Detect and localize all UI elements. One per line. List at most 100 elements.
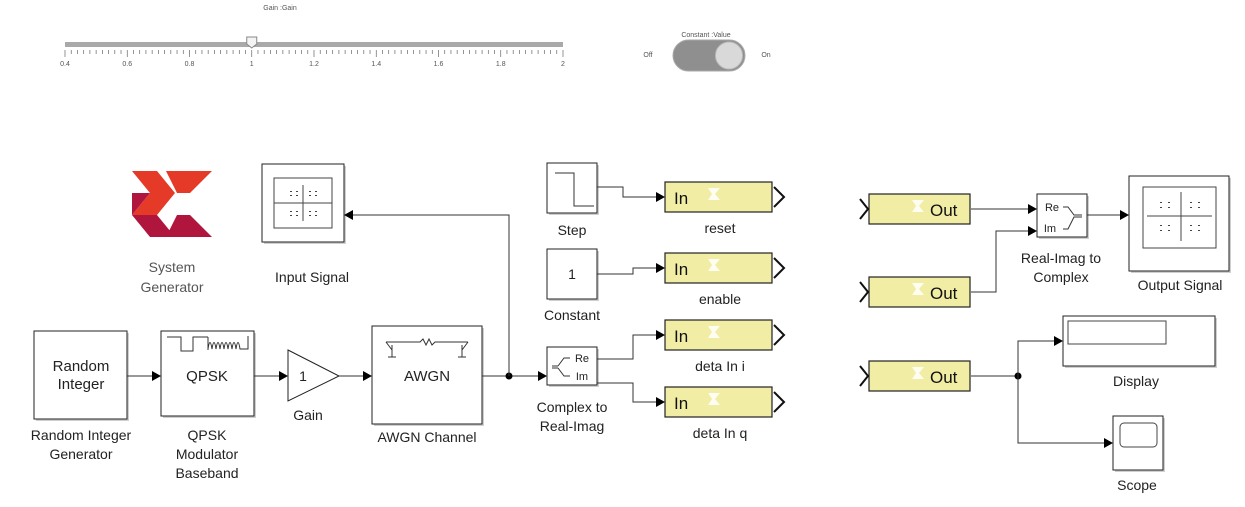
gateway-in-text: In [674, 327, 688, 346]
complex-to-real-imag-block[interactable]: Re Im Complex to Real-Imag [537, 346, 608, 434]
c2ri-label-1: Complex to [537, 399, 608, 415]
c2ri-label-2: Real-Imag [540, 418, 605, 434]
slider-tick-label: 1 [250, 61, 254, 68]
logo-label-line1: System [149, 259, 196, 275]
xilinx-sigma-icon [708, 393, 720, 405]
slider-tick-label: 0.4 [60, 61, 70, 68]
toggle-title: Constant :Value [681, 32, 730, 39]
output-port-icon [773, 186, 786, 208]
gateway-in-label: deta In q [693, 425, 748, 441]
gateway-in-text: In [674, 260, 688, 279]
gateway-in-label: deta In i [695, 358, 745, 374]
noise-resistor-icon [386, 337, 468, 347]
ri2c-label-2: Complex [1033, 269, 1088, 285]
merge-icon [1063, 206, 1082, 230]
scope-screen-icon [1119, 422, 1158, 448]
wire-out3-display[interactable] [1017, 340, 1054, 376]
xilinx-sigma-icon [708, 259, 720, 271]
slider-thumb[interactable] [246, 36, 258, 49]
gain-block[interactable]: 1 Gain [287, 349, 341, 423]
im-in-label: Im [1044, 223, 1056, 235]
gain-label: Gain [293, 407, 323, 423]
input-port-icon [859, 365, 870, 387]
output-port-icon [773, 257, 786, 279]
toggle-off-label: Off [643, 52, 652, 59]
output-signal-label: Output Signal [1138, 277, 1223, 293]
output-port-icon [773, 324, 786, 346]
gateway-in-label: reset [704, 220, 735, 236]
gateway-in-text: In [674, 189, 688, 208]
input-signal-label: Input Signal [275, 269, 349, 285]
wire-re-detai[interactable] [597, 334, 656, 360]
scope-block[interactable]: Scope [1112, 415, 1165, 493]
toggle-on-label: On [761, 52, 770, 59]
gateway-in-block[interactable]: In deta In i [664, 319, 786, 374]
qpsk-label-3: Baseband [175, 465, 238, 481]
gateway-out-text: Out [930, 368, 958, 387]
digital-wave-icon [167, 336, 208, 352]
qpsk-modulator-block[interactable]: QPSK QPSK Modulator Baseband [160, 330, 256, 481]
slider-tick-label: 1.8 [496, 61, 506, 68]
output-signal-block[interactable]: Output Signal [1128, 175, 1231, 293]
im-port-label: Im [576, 371, 588, 383]
slider-tick-label: 1.6 [434, 61, 444, 68]
step-block[interactable]: Step [546, 162, 599, 238]
awgn-label: AWGN Channel [377, 429, 476, 445]
xilinx-sigma-icon [708, 188, 720, 200]
xilinx-sigma-icon [912, 200, 924, 212]
gateway-out-text: Out [930, 201, 958, 220]
real-imag-to-complex-block[interactable]: Re Im Real-Imag to Complex [1021, 193, 1101, 285]
constant-block[interactable]: 1 Constant [544, 248, 600, 323]
wire-awgn-input-signal[interactable] [353, 214, 510, 376]
qpsk-label-2: Modulator [176, 446, 239, 462]
wire-out3-scope[interactable] [1017, 376, 1104, 444]
random-integer-label-2: Generator [49, 446, 112, 462]
awgn-channel-block[interactable]: AWGN AWGN Channel [371, 325, 484, 445]
slider-tick-label: 0.8 [185, 61, 195, 68]
display-label: Display [1113, 373, 1159, 389]
gateway-in-text: In [674, 394, 688, 413]
input-port-icon [859, 281, 870, 303]
wire-im-detaq[interactable] [597, 382, 656, 403]
constellation-points [290, 191, 317, 216]
gateway-out-block[interactable]: Out [859, 276, 971, 308]
wire-constant-enable[interactable] [597, 267, 656, 275]
gateway-out-block[interactable]: Out [859, 360, 971, 392]
system-generator-logo[interactable]: System Generator [132, 171, 212, 295]
display-readout [1067, 320, 1167, 345]
toggle-knob[interactable] [715, 41, 743, 70]
random-integer-block[interactable]: Random Integer Random Integer Generator [31, 330, 132, 462]
slider-tick-label: 2 [561, 61, 565, 68]
gateway-out-text: Out [930, 284, 958, 303]
gateway-out-block[interactable]: Out [859, 193, 971, 225]
constant-label: Constant [544, 307, 600, 323]
constant-toggle[interactable]: Constant :Value Off On [643, 32, 771, 72]
signal-wires [127, 186, 1129, 448]
random-integer-label-1: Random Integer [31, 427, 132, 443]
input-signal-block[interactable]: Input Signal [261, 163, 349, 285]
output-port-icon [773, 391, 786, 413]
wire-out2-im[interactable] [971, 230, 1028, 293]
random-integer-text-1: Random [53, 358, 110, 375]
slider-tick-label: 1.2 [309, 61, 319, 68]
gateway-in-block[interactable]: In deta In q [664, 386, 786, 441]
analog-wave-icon [207, 336, 249, 350]
slider-track[interactable] [65, 42, 563, 47]
slider-tick-label: 0.6 [122, 61, 132, 68]
wire-step-reset[interactable] [597, 186, 656, 198]
gain-text: 1 [299, 368, 307, 384]
re-port-label: Re [575, 353, 589, 365]
qpsk-label-1: QPSK [188, 427, 228, 443]
constellation-icon [1142, 186, 1217, 249]
gateway-in-label: enable [699, 291, 741, 307]
display-block[interactable]: Display [1062, 315, 1217, 389]
logo-label-line2: Generator [140, 279, 203, 295]
random-integer-text-2: Integer [58, 376, 105, 393]
gateway-in-block[interactable]: In enable [664, 252, 786, 307]
constellation-points [1160, 202, 1200, 231]
xilinx-sigma-icon [912, 367, 924, 379]
